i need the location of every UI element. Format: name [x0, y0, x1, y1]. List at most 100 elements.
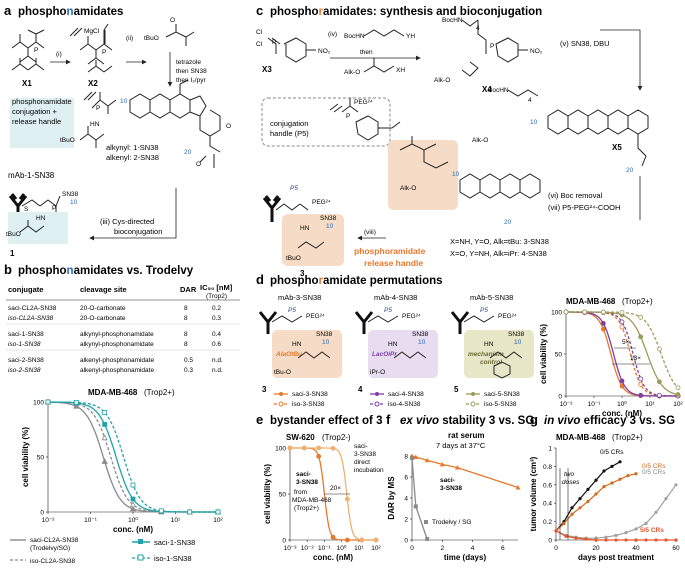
- panel-a-title: phosphonamidates: [18, 6, 123, 18]
- mechanism-box: [272, 330, 342, 378]
- y-tick-label: 0.2: [543, 519, 552, 526]
- svg-text:10: 10: [530, 119, 538, 126]
- series-line: [48, 401, 218, 513]
- x2-label: X2: [88, 79, 98, 88]
- data-point: [614, 538, 618, 542]
- chart-b-legend: saci-CL2A-SN38 (Trodelvy/SG) iso-CL2A-SN…: [10, 537, 195, 565]
- svg-text:X3: X3: [262, 65, 272, 74]
- data-point: [359, 537, 365, 543]
- svg-text:MDA-MB-468: MDA-MB-468: [88, 388, 138, 397]
- svg-text:4: 4: [528, 97, 532, 104]
- side-chain-bond: [297, 351, 331, 359]
- data-point: [610, 464, 614, 468]
- label-direct: direct: [354, 459, 370, 466]
- mechanism-box: [368, 330, 438, 378]
- x-tick-label: 10⁻³: [284, 545, 298, 552]
- panel-f-letter: f: [386, 412, 391, 427]
- panel-a: a phosphonamidates P X1 (i) MgCl P X2 (i…: [4, 3, 231, 258]
- data-point: [373, 537, 379, 543]
- svg-text:bioconjugation: bioconjugation: [114, 227, 162, 236]
- svg-text:Alk-O: Alk-O: [344, 69, 360, 76]
- data-point: [610, 481, 614, 485]
- antibody-icon: [258, 311, 278, 334]
- data-point: [638, 392, 644, 398]
- data-point: [664, 497, 668, 501]
- data-point: [129, 505, 137, 512]
- svg-text:saci-CL2A-SN38: saci-CL2A-SN38: [30, 537, 79, 544]
- svg-text:O: O: [226, 123, 231, 130]
- data-point: [439, 461, 445, 467]
- cr-label: 0/5 CRs: [642, 469, 666, 476]
- data-point: [674, 538, 678, 542]
- data-point: [582, 309, 588, 315]
- data-point: [570, 512, 574, 516]
- sn38-label: SN38: [412, 331, 429, 338]
- p5-label: P5: [480, 307, 488, 314]
- svg-text:O: O: [196, 161, 201, 168]
- x-tick-label: 10⁰: [128, 516, 138, 524]
- table-cell-ic50: n.d.: [212, 357, 223, 364]
- table-cell-conjugate: iso-1-SN38: [8, 341, 41, 348]
- svg-text:P: P: [272, 39, 276, 46]
- data-point: [424, 457, 430, 463]
- data-point: [344, 496, 350, 502]
- data-point: [102, 410, 108, 415]
- y-tick-label: 50: [279, 492, 287, 499]
- data-point: [656, 392, 662, 398]
- svg-text:Cl: Cl: [256, 29, 263, 36]
- x-tick-label: 10⁰: [617, 400, 627, 408]
- data-point: [574, 536, 578, 540]
- legend-marker: [375, 392, 379, 396]
- svg-text:rat serum: rat serum: [448, 431, 484, 440]
- panel-b: b phosphonamidates vs. Trodelvy conjugat…: [4, 262, 240, 565]
- panel-f: f ex vivo stability 3 vs. SG rat serum 7…: [386, 412, 534, 562]
- data-point: [656, 346, 662, 352]
- svg-text:(viii): (viii): [364, 229, 376, 236]
- data-point: [619, 310, 625, 315]
- x-tick-label: 2: [440, 545, 444, 552]
- ester-label: tBu-O: [274, 369, 291, 376]
- mab-label-5: mAb-5-SN38: [470, 293, 513, 302]
- data-point: [619, 324, 625, 330]
- panel-d-letter: d: [256, 272, 264, 287]
- svg-text:20: 20: [504, 219, 512, 226]
- svg-text:tetrazole: tetrazole: [176, 59, 201, 66]
- label-from: MDA-MB-468: [292, 497, 332, 504]
- data-point: [604, 535, 608, 539]
- y-axis-label: DAR by MS: [387, 476, 396, 520]
- fold-change-5x: 5×: [622, 339, 630, 346]
- svg-text:iso-CL2A-SN38: iso-CL2A-SN38: [30, 558, 76, 565]
- data-point: [45, 399, 51, 405]
- svg-text:SN38: SN38: [320, 215, 337, 222]
- label-direct: saci-: [354, 443, 368, 450]
- svg-text:(Trop2+): (Trop2+): [144, 388, 175, 397]
- y-tick-label: 0.8: [543, 464, 552, 471]
- position-10-label: 10: [418, 339, 426, 346]
- svg-text:IC₅₀ [nM]: IC₅₀ [nM]: [200, 283, 233, 292]
- x5-structure: BocHN 4 20 10 Alk-O X5: [472, 87, 649, 174]
- x-axis-label: days post treatment: [578, 553, 654, 562]
- antibody-icon-c: [262, 195, 282, 222]
- svg-text:(Trop2): (Trop2): [206, 293, 227, 300]
- data-point: [586, 487, 590, 491]
- data-point: [101, 458, 108, 464]
- x4-structure: BocHN 4 P NO₂ Alk-O X4: [434, 17, 543, 94]
- data-point: [638, 334, 644, 340]
- data-point: [187, 509, 193, 515]
- svg-text:YH: YH: [406, 33, 415, 40]
- side-chain-bond: [393, 351, 427, 359]
- sn38-label: SN38: [316, 331, 333, 338]
- legend-iso: iso-4-SN38: [388, 401, 421, 408]
- panel-g: g in vivo efficacy 3 vs. SG MDA-MB-468 (…: [529, 412, 680, 562]
- panel-d: d phosphoramidate permutations mAb-3-SN3…: [256, 272, 684, 418]
- data-point: [634, 527, 638, 531]
- svg-text:Alk-O: Alk-O: [434, 77, 450, 84]
- linker-bond: [271, 315, 303, 323]
- x-tick-label: 10²: [673, 401, 683, 408]
- doses-label: two: [564, 471, 575, 478]
- data-point: [454, 465, 460, 470]
- svg-text:X=O, Y=NH, Alk=iPr: 4-SN38: X=O, Y=NH, Alk=iPr: 4-SN38: [450, 249, 547, 258]
